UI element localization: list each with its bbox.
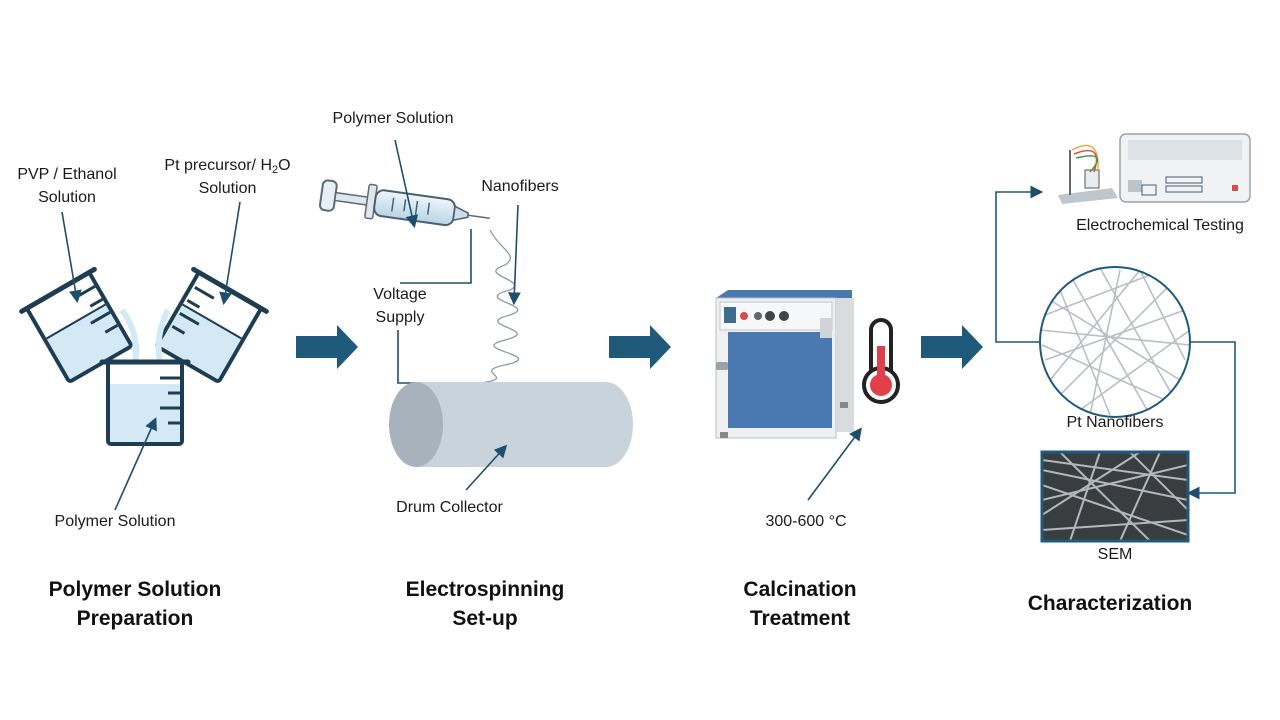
nanofiber-jet [479, 229, 520, 384]
label-polymer-solution-syringe: Polymer Solution [332, 110, 454, 127]
voltage-wire-top [400, 229, 472, 284]
stage-title-electrospinning: Electrospinning Set-up [405, 578, 565, 630]
label-voltage-supply: Voltage Supply [373, 286, 427, 326]
leader-pt-precursor [219, 201, 241, 306]
stage-title-characterization: Characterization [1027, 592, 1193, 615]
process-arrow-1 [296, 325, 358, 369]
leader-nanofibers [508, 204, 521, 306]
electrochemical-cell-icon [1058, 144, 1118, 204]
connector-to-sem [1186, 341, 1236, 500]
label-temperature: 300-600 °C [765, 513, 847, 530]
leader-pvp [61, 211, 82, 304]
pour-stream-left [119, 308, 140, 363]
label-polymer-solution-beaker: Polymer Solution [54, 513, 176, 530]
stage-title-calcination: Calcination Treatment [743, 578, 857, 630]
pt-nanofibers-circle [1039, 266, 1191, 418]
leader-polymer-beaker [114, 417, 157, 511]
connector-to-ec-testing [995, 185, 1044, 343]
label-drum-collector: Drum Collector [396, 499, 503, 516]
voltage-wire-bottom [397, 330, 415, 384]
label-pvp-ethanol: PVP / Ethanol Solution [17, 166, 117, 206]
syringe-icon [318, 179, 490, 227]
beaker-center-icon [99, 359, 191, 446]
leader-drum [465, 444, 508, 491]
label-electrochemical-testing: Electrochemical Testing [1076, 217, 1244, 234]
leader-temperature [807, 427, 862, 501]
process-arrow-2 [609, 325, 671, 369]
sem-image [1040, 450, 1190, 543]
potentiostat-icon [1119, 133, 1251, 203]
label-nanofibers: Nanofibers [481, 178, 559, 195]
process-arrow-3 [921, 325, 983, 369]
leader-polymer-syringe [394, 139, 419, 229]
furnace-icon [715, 290, 854, 439]
stage-title-polymer-solution: Polymer Solution Preparation [48, 578, 222, 630]
label-sem: SEM [1097, 546, 1133, 563]
thermometer-icon [862, 318, 900, 404]
label-pt-precursor: Pt precursor/ H2O Solution [164, 157, 291, 197]
drum-collector-icon [389, 382, 633, 467]
label-pt-nanofibers: Pt Nanofibers [1066, 414, 1164, 431]
pour-stream-right [155, 308, 171, 363]
beaker-left-icon [19, 266, 133, 383]
